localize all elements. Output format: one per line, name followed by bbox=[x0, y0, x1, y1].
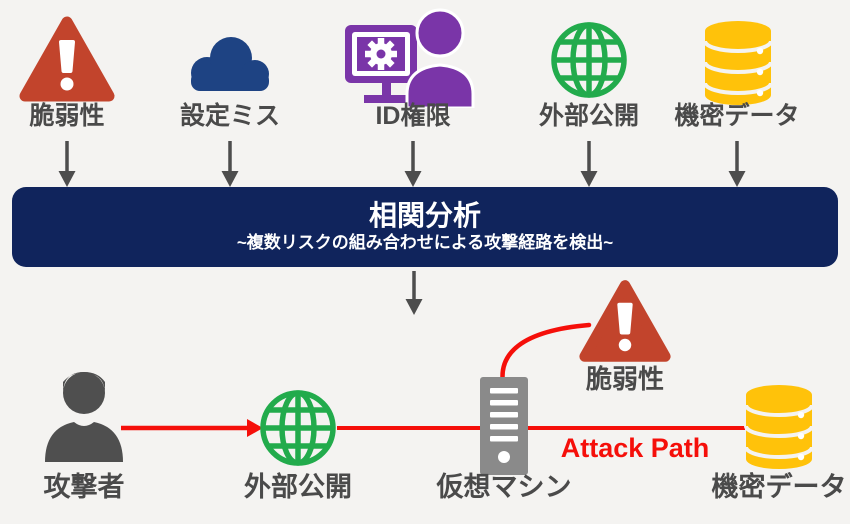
down-arrow-icon bbox=[58, 141, 76, 187]
database-icon bbox=[744, 385, 814, 469]
vm-label: 仮想マシン bbox=[436, 472, 572, 502]
cloud-icon bbox=[191, 37, 269, 91]
attack-line bbox=[528, 426, 745, 430]
down-arrow-icon bbox=[221, 141, 239, 187]
down-arrow-icon bbox=[728, 141, 746, 187]
globe-icon bbox=[551, 22, 627, 98]
attack-path-label: Attack Path bbox=[560, 433, 710, 463]
attack-arrow bbox=[121, 419, 263, 437]
warning-triangle-icon bbox=[19, 16, 115, 102]
down-arrow-icon bbox=[404, 141, 422, 187]
correlation-analysis-banner: 相関分析 ~複数リスクの組み合わせによる攻撃経路を検出~ bbox=[12, 187, 838, 267]
down-arrow-icon bbox=[405, 271, 423, 315]
attack-line bbox=[337, 426, 480, 430]
attacker-label: 攻撃者 bbox=[43, 472, 125, 502]
warning-triangle-icon bbox=[579, 280, 671, 362]
down-arrow-icon bbox=[580, 141, 598, 187]
database-icon bbox=[703, 21, 773, 105]
risk-label-vulnerability: 脆弱性 bbox=[29, 102, 105, 130]
monitor-gear-user-icon bbox=[345, 8, 475, 108]
attacker-icon bbox=[45, 372, 123, 462]
vulnerability-curve bbox=[500, 322, 592, 385]
server-icon bbox=[480, 377, 528, 475]
globe-icon bbox=[260, 390, 336, 466]
risk-label-sensitive-data: 機密データ bbox=[674, 102, 800, 130]
data-label: 機密データ bbox=[711, 472, 847, 502]
risk-label-id-permissions: ID権限 bbox=[375, 102, 451, 130]
vulnerability-label: 脆弱性 bbox=[585, 364, 664, 394]
banner-title: 相関分析 bbox=[368, 199, 481, 231]
banner-subtitle: ~複数リスクの組み合わせによる攻撃経路を検出~ bbox=[236, 233, 614, 253]
exposure-label: 外部公開 bbox=[244, 472, 352, 502]
risk-label-public-exposure: 外部公開 bbox=[538, 102, 639, 130]
risk-label-misconfiguration: 設定ミス bbox=[179, 102, 280, 130]
